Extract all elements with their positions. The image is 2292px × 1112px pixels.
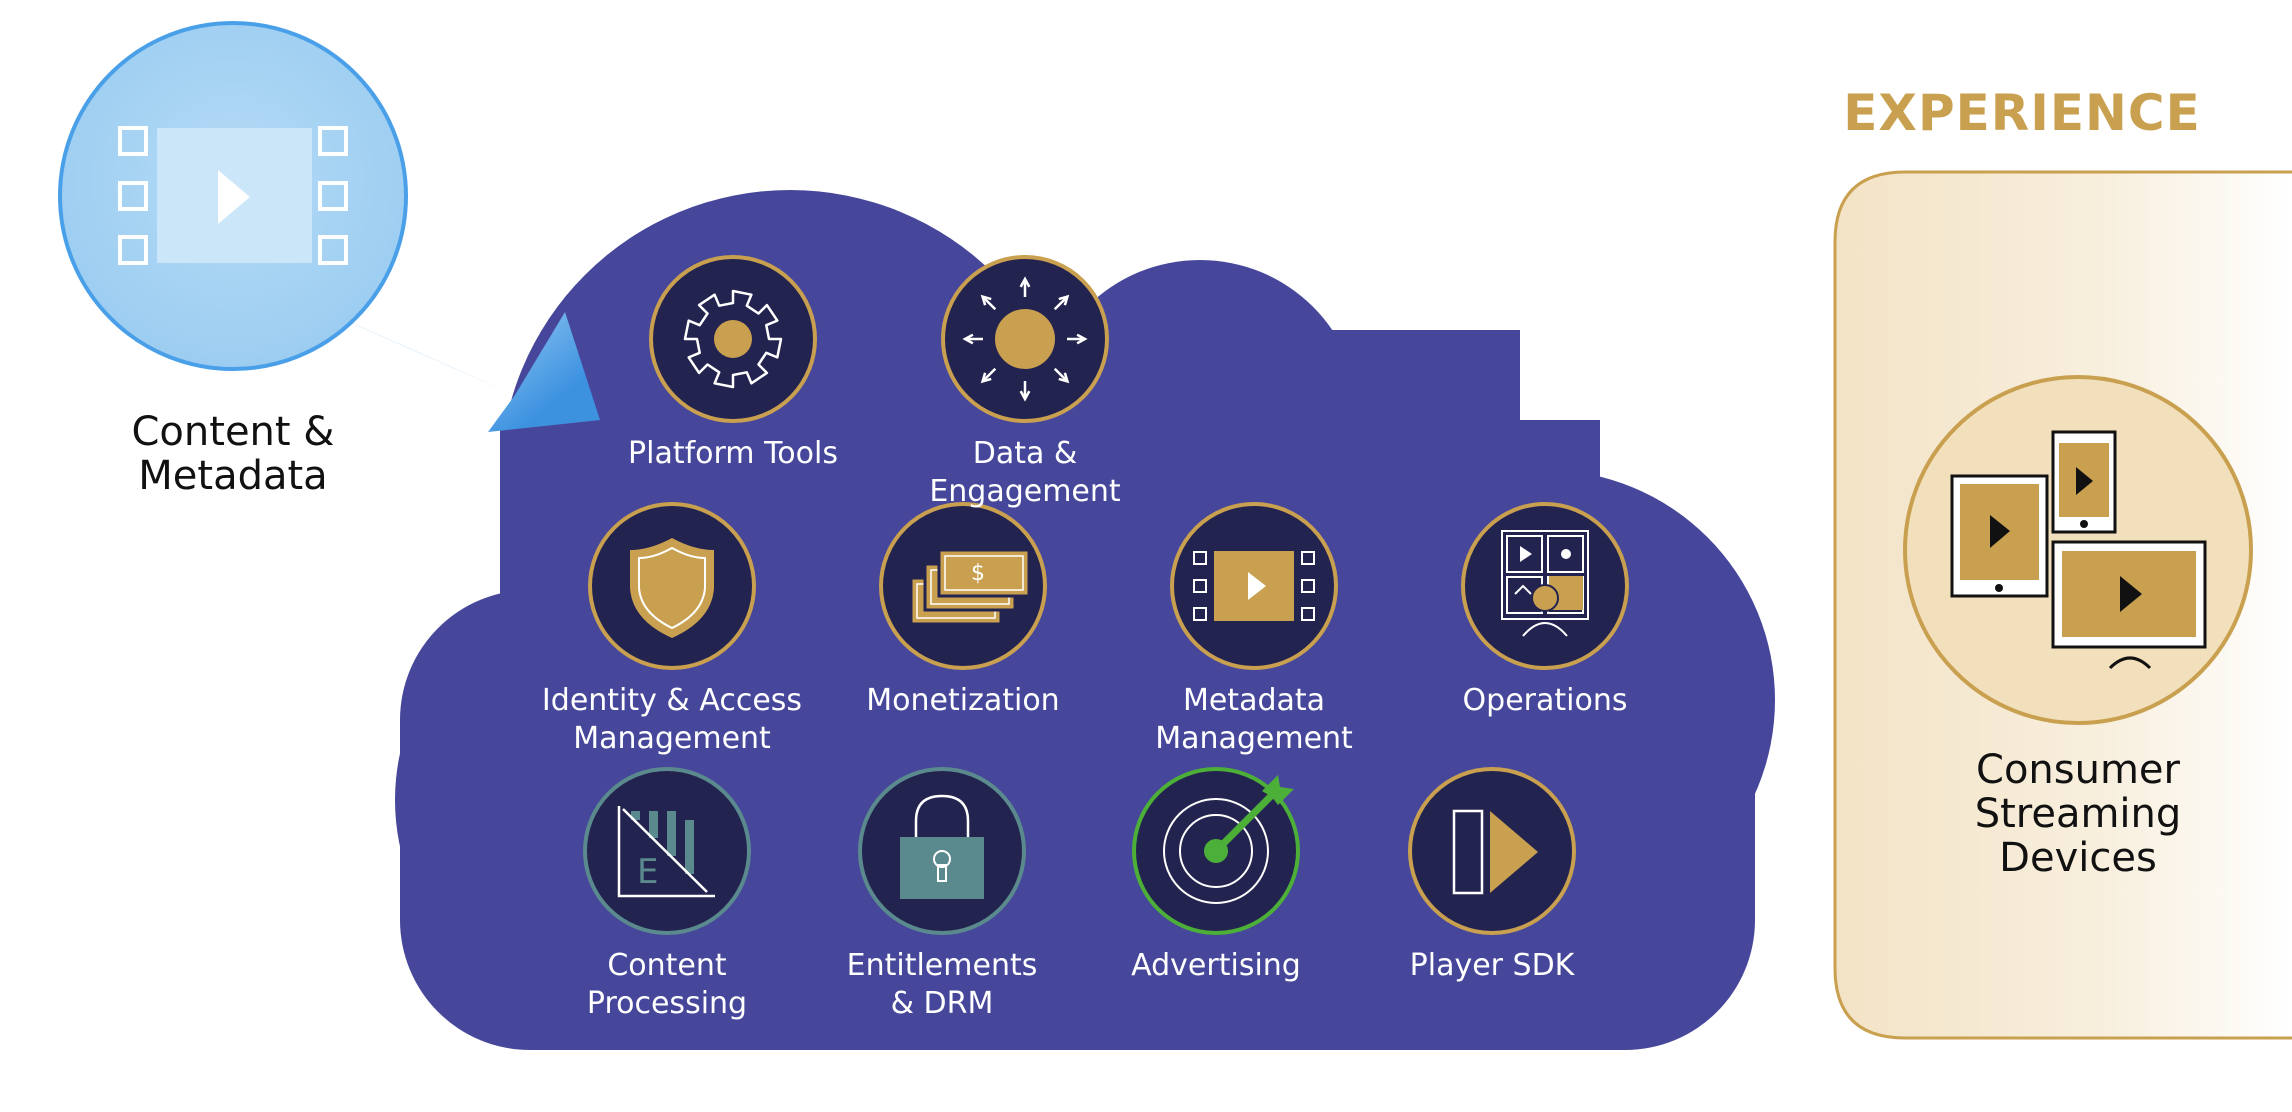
service-label-platform-tools: Platform Tools	[628, 436, 838, 471]
experience-title: EXPERIENCE	[1843, 84, 2201, 142]
play-sdk-icon	[1408, 767, 1576, 935]
sun-arrows-icon	[941, 255, 1109, 423]
devices-label: Consumer Streaming Devices	[1974, 747, 2182, 881]
dashboard-person-icon	[1461, 502, 1629, 670]
svg-text:$: $	[971, 561, 985, 586]
service-label-operations: Operations	[1462, 683, 1628, 718]
svg-text:E: E	[637, 852, 658, 892]
devices-icon	[1903, 375, 2253, 725]
money-icon: $	[879, 502, 1047, 670]
source-label: Content & Metadata	[131, 409, 335, 499]
shield-icon	[588, 502, 756, 670]
service-label-entitlements-drm: Entitlements & DRM	[846, 948, 1038, 1021]
service-label-content-processing: Content Processing	[586, 948, 748, 1021]
service-label-identity-access: Identity & Access Management	[541, 683, 803, 756]
service-label-player-sdk: Player SDK	[1409, 948, 1575, 983]
service-label-advertising: Advertising	[1131, 948, 1301, 983]
film-play-icon	[58, 21, 408, 371]
target-dart-icon	[1132, 767, 1300, 935]
padlock-icon	[858, 767, 1026, 935]
film-icon	[1170, 502, 1338, 670]
service-label-monetization: Monetization	[866, 683, 1060, 718]
service-label-data-engagement: Data & Engagement	[929, 436, 1121, 509]
service-label-metadata-management: Metadata Management	[1155, 683, 1353, 756]
pixel-staircase-icon: E	[583, 767, 751, 935]
gear-icon	[649, 255, 817, 423]
